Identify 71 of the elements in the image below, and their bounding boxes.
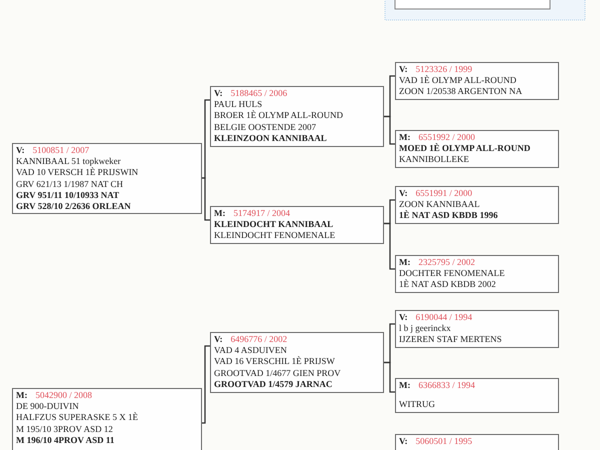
- pedigree-note: M 195/10 3PROV ASD 12: [16, 424, 113, 434]
- pedigree-note: VAD 16 VERSCHIL 1È PRIJSW: [214, 356, 335, 366]
- sex-label: M:: [214, 208, 226, 218]
- pedigree-note: GROOTVAD 1/4579 JARNAC: [214, 378, 332, 389]
- pedigree-note: PAUL HULS: [214, 99, 262, 110]
- pedigree-note: KLEINDOCHT FENOMENALE: [214, 230, 336, 240]
- ring-number: 6551992 / 2000: [418, 132, 476, 142]
- bracket-line: [384, 222, 395, 270]
- pedigree-note: ZOON KANNIBAAL: [399, 199, 480, 210]
- pedigree-note: M 196/10 4PROV ASD 11: [16, 434, 114, 445]
- pedigree-card: [395, 130, 559, 168]
- bracket-line: [202, 345, 210, 424]
- pedigree-note: KANNIBOLLEKE: [399, 154, 469, 164]
- pedigree-card: [12, 388, 202, 450]
- sex-label: V:: [214, 334, 223, 344]
- pedigree-note: 1È NAT ASD KBDB 1996: [399, 210, 498, 220]
- ring-number: 6496776 / 2002: [230, 334, 288, 344]
- ring-number: 5123326 / 1999: [416, 64, 472, 74]
- pedigree-note: VAD 1È OLYMP ALL-ROUND: [399, 75, 516, 86]
- sex-label: V:: [399, 64, 408, 74]
- pedigree-card: [210, 86, 384, 147]
- sex-label: V:: [214, 88, 223, 98]
- pedigree-card: [210, 206, 384, 244]
- pedigree-note: GRV 528/10 2/2636 ORLEAN: [16, 201, 131, 212]
- pedigree-note: VAD 4 ASDUIVEN: [214, 345, 287, 356]
- sex-label: M:: [399, 257, 410, 267]
- bracket-line: [384, 116, 395, 145]
- pedigree-card: [395, 255, 559, 293]
- bracket-line: [202, 177, 210, 221]
- bracket-line: [384, 362, 395, 393]
- ring-number: 2325795 / 2002: [418, 257, 476, 267]
- ring-number: 6190044 / 1994: [416, 312, 472, 322]
- sex-label: V:: [399, 436, 408, 446]
- pedigree-note: GRV 951/11 10/10933 NAT: [16, 190, 120, 200]
- pedigree-note: MOED 1È OLYMP ALL-ROUND: [399, 143, 530, 154]
- sex-label: V:: [399, 312, 408, 322]
- sex-label: M:: [399, 132, 410, 142]
- pedigree-note: BELGIE OOSTENDE 2007: [214, 122, 316, 132]
- pedigree-note: KANNIBAAL 51 topkweker: [16, 156, 121, 166]
- pedigree-note: DOCHTER FENOMENALE: [399, 268, 505, 278]
- pedigree-note: GROOTVAD 1/4677 GIEN PROV: [214, 368, 341, 378]
- sex-label: V:: [16, 145, 25, 155]
- pedigree-note: HALFZUS SUPERASKE 5 X 1È: [16, 412, 138, 422]
- pedigree-card: [395, 310, 559, 348]
- pedigree-note: KLEINDOCHT KANNIBAAL: [214, 219, 334, 230]
- ring-number: 6551991 / 2000: [416, 188, 472, 198]
- pedigree-note: 1È NAT ASD KBDB 2002: [399, 279, 496, 290]
- pedigree-card: [12, 143, 202, 214]
- pedigree-note: DE 900-DUIVIN: [16, 401, 79, 412]
- sex-label: M:: [399, 380, 410, 390]
- pedigree-card: [210, 332, 384, 393]
- pedigree-card: [395, 186, 559, 224]
- sex-label: M:: [16, 390, 28, 400]
- pedigree-card: [395, 62, 559, 100]
- pedigree-note: GRV 621/13 1/1987 NAT CH: [16, 178, 123, 189]
- pedigree-card: [395, 378, 559, 413]
- ring-number: 5060501 / 1995: [416, 436, 472, 446]
- pedigree-note: l b j geerinckx: [399, 323, 451, 334]
- pedigree-note: IJZEREN STAF MERTENS: [399, 334, 502, 344]
- ring-number: 5100851 / 2007: [32, 145, 90, 155]
- pedigree-note: KLEINZOON KANNIBAAL: [214, 132, 327, 143]
- ring-number: 6366833 / 1994: [418, 380, 476, 390]
- pedigree-note: VAD 10 VERSCH 1È PRIJSWIN: [16, 167, 138, 178]
- ring-number: 5042900 / 2008: [36, 390, 92, 400]
- pedigree-note: BROER 1È OLYMP ALL-ROUND: [214, 110, 344, 120]
- ring-number: 5188465 / 2006: [230, 88, 288, 98]
- pedigree-note: ZOON 1/20538 ARGENTON NA: [399, 86, 522, 96]
- ring-number: 5174917 / 2004: [234, 208, 290, 218]
- pedigree-note: WITRUG: [399, 399, 435, 410]
- sex-label: V:: [399, 188, 408, 198]
- bracket-line: [202, 99, 210, 179]
